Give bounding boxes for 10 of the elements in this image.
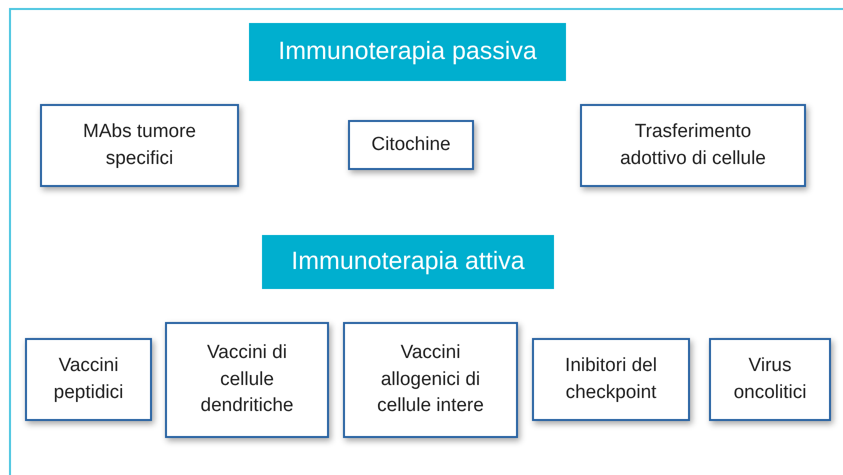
category-box: Citochine [348, 120, 474, 170]
category-box: MAbs tumore specifici [40, 104, 239, 187]
category-box: Vaccini di cellule dendritiche [165, 322, 329, 438]
category-box: Vaccini allogenici di cellule intere [343, 322, 518, 438]
category-box: Trasferimento adottivo di cellule [580, 104, 806, 187]
section-header: Immunoterapia attiva [262, 235, 554, 289]
category-box: Inibitori del checkpoint [532, 338, 690, 421]
section-header: Immunoterapia passiva [249, 23, 566, 81]
category-box: Virus oncolitici [709, 338, 831, 421]
category-box: Vaccini peptidici [25, 338, 152, 421]
